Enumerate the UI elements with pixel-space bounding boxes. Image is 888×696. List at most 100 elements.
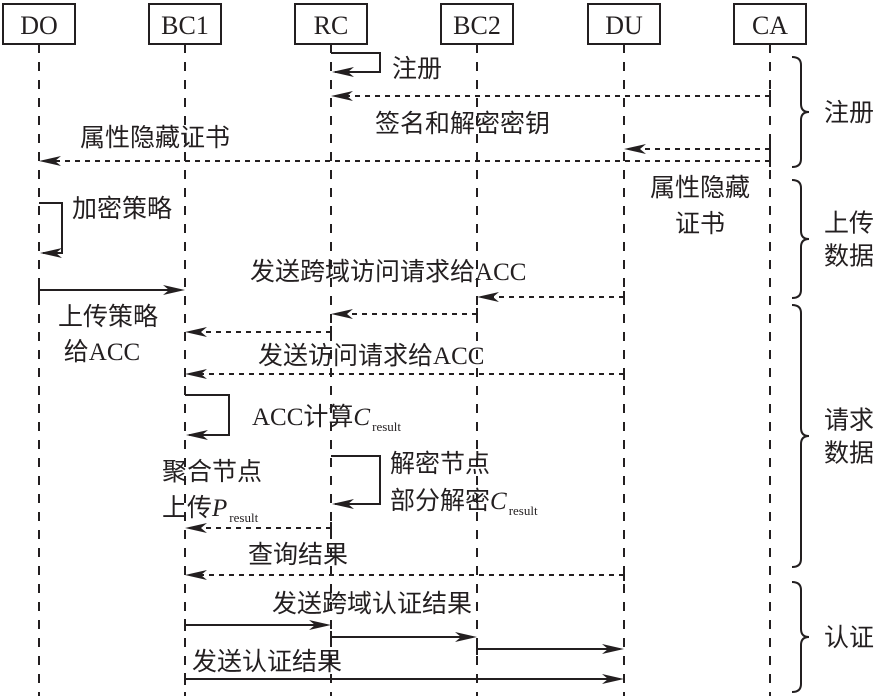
- phase-register: 注册: [791, 56, 874, 168]
- self-message-line: [39, 202, 63, 254]
- arrowhead-icon: [40, 248, 62, 258]
- message-bc2-to-du-crossdomain-auth: [476, 643, 624, 655]
- phase-label: 认证: [824, 623, 874, 652]
- arrowhead-icon: [477, 292, 499, 302]
- message-label-segment: 上传: [162, 493, 212, 522]
- actor-box: [440, 3, 514, 45]
- phase-label: 上传: [824, 209, 874, 238]
- message-label-segment: 属性隐藏: [650, 173, 750, 202]
- message-label-segment: C: [353, 404, 370, 431]
- message-label-segment: ACC: [475, 259, 526, 286]
- arrowhead-icon: [309, 620, 331, 630]
- message-label-segment: 属性隐藏证书: [80, 123, 230, 152]
- phase-authentication: 认证: [791, 581, 874, 693]
- message-label: 上传策略: [58, 302, 158, 331]
- self-message-line: [331, 455, 381, 505]
- message-label-segment: result: [509, 503, 538, 518]
- message-du-to-bc1-query-result: 查询结果: [185, 540, 625, 581]
- arrowhead-icon: [602, 644, 624, 654]
- message-label: 加密策略: [72, 194, 172, 223]
- arrowhead-icon: [332, 499, 354, 509]
- actor-box: [733, 3, 807, 45]
- message-bc2-to-rc-forward: [331, 308, 478, 320]
- message-label: 给ACC: [64, 337, 140, 366]
- arrowhead-icon: [163, 285, 185, 295]
- arrowhead-icon: [185, 570, 207, 580]
- actor-label: BC2: [453, 11, 501, 40]
- message-label: 解密节点: [390, 449, 490, 478]
- message-label: 发送认证结果: [192, 647, 342, 676]
- message-label: 发送跨域访问请求给ACC: [250, 257, 526, 286]
- phase-label: 注册: [824, 98, 874, 127]
- message-label-segment: 加密策略: [72, 194, 172, 223]
- actor-label: DO: [20, 11, 58, 40]
- message-label: 属性隐藏: [650, 173, 750, 202]
- message-label-segment: 计算: [303, 402, 353, 431]
- self-message-line: [185, 394, 230, 436]
- message-bc1-to-du-auth-result: 发送认证结果: [184, 647, 624, 685]
- message-label-segment: C: [490, 488, 507, 515]
- message-label-segment: result: [229, 510, 258, 525]
- message-label-segment: 解密节点: [390, 449, 490, 478]
- actor-box: [148, 3, 222, 45]
- brace-icon: [791, 581, 810, 693]
- arrowhead-icon: [332, 67, 354, 77]
- message-label: 注册: [392, 54, 442, 83]
- arrowhead-icon: [185, 369, 207, 379]
- message-label: 聚合节点: [162, 457, 262, 486]
- arrowhead-icon: [39, 156, 61, 166]
- phase-label: 请求: [824, 406, 874, 435]
- message-label: 发送跨域认证结果: [272, 589, 472, 618]
- message-rc-to-bc2-crossdomain-auth: [330, 631, 477, 643]
- arrowhead-icon: [331, 91, 353, 101]
- message-label-segment: 上传策略: [58, 302, 158, 331]
- message-label-segment: 证书: [675, 209, 725, 238]
- message-label-segment: 签名和解密密钥: [375, 109, 550, 138]
- self-message-line: [331, 52, 381, 73]
- actor-box: [587, 3, 661, 45]
- message-label-segment: 发送跨域访问请求给: [250, 257, 475, 286]
- actor-ca: CA: [733, 3, 807, 45]
- arrowhead-icon: [331, 309, 353, 319]
- message-label-segment: 查询结果: [248, 540, 348, 569]
- message-rc-to-bc1-forward: [185, 326, 332, 338]
- actor-bc2: BC2: [440, 3, 514, 45]
- message-label: 证书: [675, 209, 725, 238]
- message-do-encrypt-policy-self: 加密策略: [39, 194, 172, 258]
- actor-bc1: BC1: [148, 3, 222, 45]
- message-bc1-to-rc-crossdomain-auth: 发送跨域认证结果: [184, 589, 472, 631]
- message-du-to-bc2-crossdomain-request: 发送跨域访问请求给ACC: [250, 257, 625, 303]
- brace-icon: [791, 179, 810, 299]
- message-label-segment: ACC: [89, 339, 140, 366]
- message-rc-register-self: 注册: [331, 52, 442, 83]
- actor-box: [294, 3, 368, 45]
- brace-icon: [791, 304, 810, 568]
- message-label: 查询结果: [248, 540, 348, 569]
- message-ca-to-do-cert: 属性隐藏证书: [39, 123, 771, 167]
- actor-box: [2, 3, 76, 45]
- actor-label: DU: [605, 11, 643, 40]
- brace-icon: [791, 56, 810, 168]
- message-du-to-bc1-request: 发送访问请求给ACC: [185, 341, 625, 380]
- message-label-segment: result: [372, 419, 401, 434]
- arrowhead-icon: [185, 523, 207, 533]
- message-label: 签名和解密密钥: [375, 109, 550, 138]
- message-label-segment: 部分解密: [390, 486, 490, 515]
- actor-label: RC: [314, 11, 349, 40]
- arrowhead-icon: [602, 674, 624, 684]
- message-label-segment: 发送认证结果: [192, 647, 342, 676]
- message-label: 发送访问请求给ACC: [258, 341, 484, 370]
- message-ca-to-du-cert: 属性隐藏证书: [624, 143, 771, 238]
- phase-label: 数据: [824, 242, 874, 271]
- arrowhead-icon: [624, 144, 646, 154]
- message-label-segment: ACC: [252, 404, 303, 431]
- message-label-segment: 聚合节点: [162, 457, 262, 486]
- actor-du: DU: [587, 3, 661, 45]
- arrowhead-icon: [455, 632, 477, 642]
